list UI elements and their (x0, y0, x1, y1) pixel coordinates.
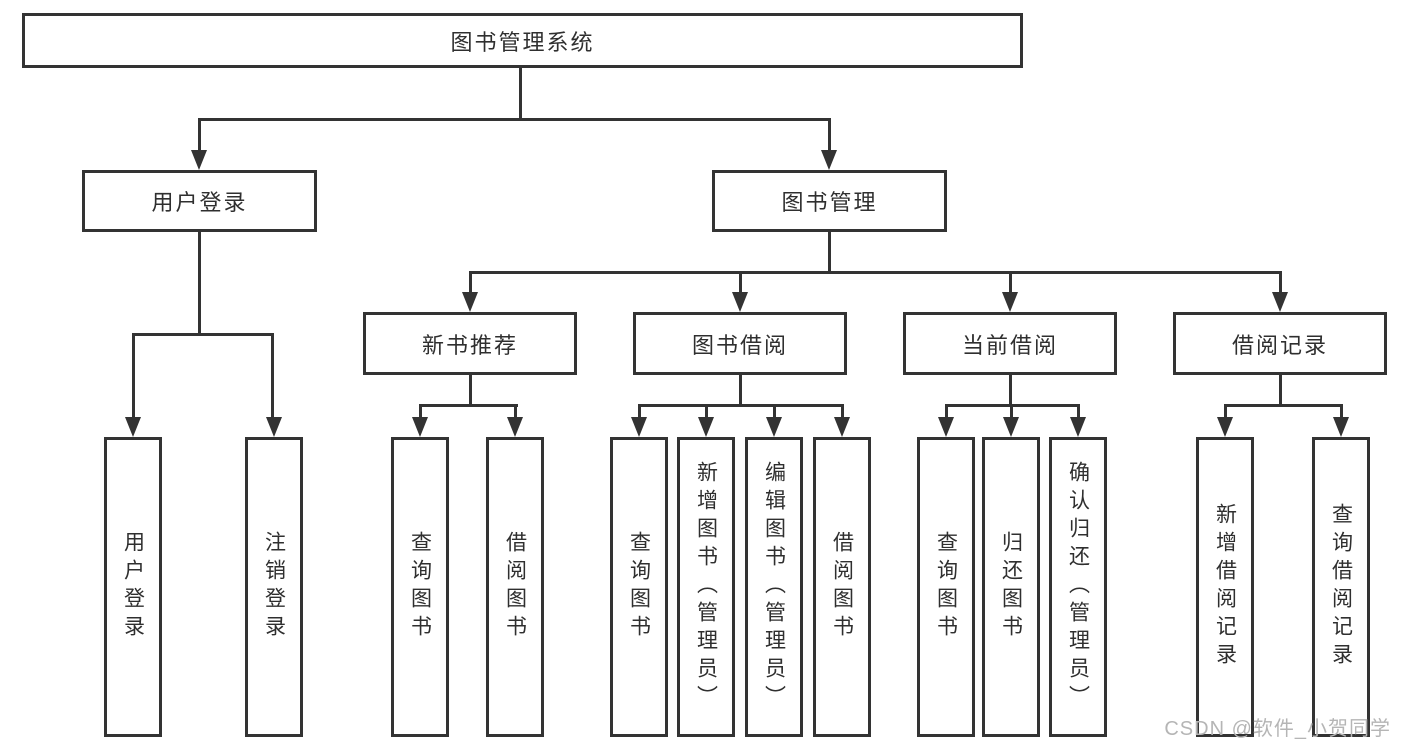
leaf-add-book-admin: 新增图书（管理员） (677, 437, 735, 737)
arrow-down-icon (1333, 417, 1349, 437)
leaf-logout: 注销登录 (245, 437, 303, 737)
connector-line (469, 375, 472, 407)
connector-line (1077, 404, 1080, 419)
connector-line (739, 375, 742, 407)
connector-line (271, 333, 274, 419)
node-new-book-recommend-label: 新书推荐 (421, 332, 518, 358)
connector-line (132, 333, 135, 419)
connector-line (828, 232, 831, 274)
connector-line (419, 404, 422, 419)
connector-line (1340, 404, 1343, 419)
node-borrow-records-label: 借阅记录 (1231, 332, 1328, 358)
connector-line (1224, 404, 1343, 407)
arrow-down-icon (462, 292, 478, 312)
node-borrow-records: 借阅记录 (1173, 312, 1387, 375)
connector-line (419, 404, 518, 407)
node-book-borrow: 图书借阅 (633, 312, 847, 375)
arrow-down-icon (1217, 417, 1233, 437)
connector-line (773, 404, 776, 419)
connector-line (1224, 404, 1227, 419)
connector-line (945, 404, 948, 419)
connector-line (198, 118, 201, 152)
node-current-borrow: 当前借阅 (903, 312, 1117, 375)
connector-line (198, 118, 831, 121)
connector-line (514, 404, 517, 419)
connector-line (469, 271, 472, 294)
watermark: CSDN @软件_小贺同学 (1164, 718, 1391, 740)
connector-line (469, 271, 1282, 274)
leaf-edit-book-admin: 编辑图书（管理员） (745, 437, 803, 737)
leaf-borrow-books-recommend: 借阅图书 (486, 437, 544, 737)
leaf-confirm-return-admin: 确认归还（管理员） (1049, 437, 1107, 737)
connector-line (132, 333, 274, 336)
arrow-down-icon (412, 417, 428, 437)
arrow-down-icon (732, 292, 748, 312)
leaf-query-books-current: 查询图书 (917, 437, 975, 737)
connector-line (519, 68, 522, 121)
leaf-query-books-borrow: 查询图书 (610, 437, 668, 737)
arrow-down-icon (125, 417, 141, 437)
node-root-label: 图书管理系统 (450, 29, 595, 55)
connector-line (1279, 375, 1282, 407)
leaf-user-login: 用户登录 (104, 437, 162, 737)
leaf-return-book: 归还图书 (982, 437, 1040, 737)
connector-line (638, 404, 641, 419)
arrow-down-icon (191, 150, 207, 170)
connector-line (1009, 271, 1012, 294)
arrow-down-icon (1002, 292, 1018, 312)
connector-line (705, 404, 708, 419)
arrow-down-icon (821, 150, 837, 170)
connector-line (198, 232, 201, 336)
connector-line (828, 118, 831, 152)
node-root: 图书管理系统 (22, 13, 1023, 68)
node-user-login-label: 用户登录 (151, 190, 248, 215)
connector-line (1279, 271, 1282, 294)
connector-line (1010, 404, 1013, 419)
node-user-login: 用户登录 (82, 170, 317, 232)
arrow-down-icon (631, 417, 647, 437)
leaf-add-borrow-record: 新增借阅记录 (1196, 437, 1254, 737)
connector-line (739, 271, 742, 294)
leaf-query-books-recommend: 查询图书 (391, 437, 449, 737)
arrow-down-icon (1070, 417, 1086, 437)
connector-line (1009, 375, 1012, 407)
node-book-management: 图书管理 (712, 170, 947, 232)
arrow-down-icon (1272, 292, 1288, 312)
connector-line (638, 404, 844, 407)
node-new-book-recommend: 新书推荐 (363, 312, 577, 375)
node-book-management-label: 图书管理 (781, 190, 878, 215)
arrow-down-icon (766, 417, 782, 437)
leaf-borrow-books: 借阅图书 (813, 437, 871, 737)
arrow-down-icon (938, 417, 954, 437)
arrow-down-icon (507, 417, 523, 437)
leaf-query-borrow-record: 查询借阅记录 (1312, 437, 1370, 737)
arrow-down-icon (1003, 417, 1019, 437)
node-current-borrow-label: 当前借阅 (961, 332, 1058, 358)
arrow-down-icon (698, 417, 714, 437)
node-book-borrow-label: 图书借阅 (691, 332, 788, 358)
arrow-down-icon (834, 417, 850, 437)
connector-line (841, 404, 844, 419)
arrow-down-icon (266, 417, 282, 437)
